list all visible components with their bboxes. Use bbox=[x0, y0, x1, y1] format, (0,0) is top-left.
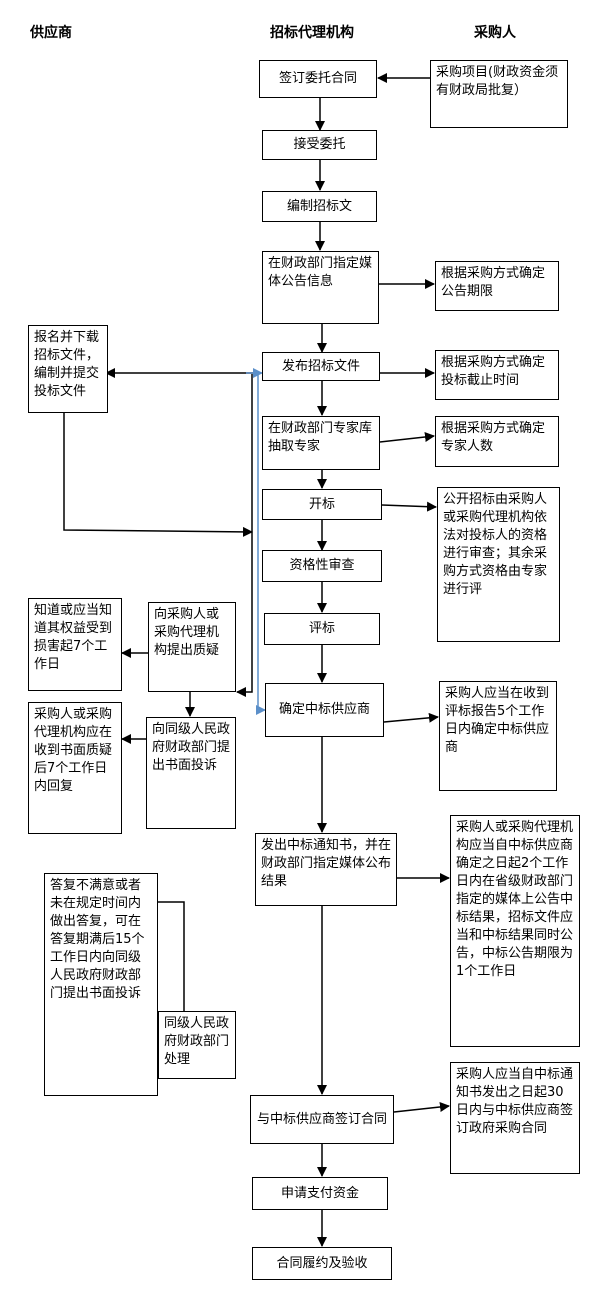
compile-tender-box: 编制招标文 bbox=[262, 191, 377, 222]
purchase-project-box: 采购项目(财政资金须有财政局批复） bbox=[430, 60, 568, 128]
sign-entrust-box: 签订委托合同 bbox=[259, 60, 377, 98]
arrow-to-expert-count bbox=[379, 432, 435, 443]
draw-experts-box: 在财政部门专家库抽取专家 bbox=[262, 416, 380, 470]
gov-handle-box: 同级人民政府财政部门处理 bbox=[158, 1011, 236, 1079]
accept-entrust-box: 接受委托 bbox=[262, 130, 377, 160]
notice-period-box: 根据采购方式确定公告期限 bbox=[435, 261, 559, 311]
raise-question-box: 向采购人或采购代理机构提出质疑 bbox=[148, 602, 236, 692]
issue-tender-box: 发布招标文件 bbox=[262, 352, 380, 381]
arrow-to-contract-note bbox=[393, 1102, 450, 1113]
bid-opening-box: 开标 bbox=[262, 489, 382, 520]
sign-contract-box: 与中标供应商签订合同 bbox=[250, 1095, 394, 1144]
contract-note-box: 采购人应当自中标通知书发出之日起30日内与中标供应商签订政府采购合同 bbox=[450, 1062, 580, 1174]
header-agency: 招标代理机构 bbox=[270, 25, 354, 41]
determine-winner-box: 确定中标供应商 bbox=[265, 683, 384, 737]
apply-payment-box: 申请支付资金 bbox=[252, 1177, 388, 1210]
arrow-to-raise-question bbox=[236, 374, 253, 697]
expert-count-box: 根据采购方式确定专家人数 bbox=[435, 416, 559, 467]
know-rights-box: 知道或应当知道其权益受到损害起7个工作日 bbox=[28, 598, 122, 691]
evaluation-box: 评标 bbox=[264, 613, 380, 645]
header-purchaser: 采购人 bbox=[474, 25, 516, 41]
register-box: 报名并下载招标文件，编制并提交投标文件 bbox=[28, 325, 108, 413]
arrow-register-to-opening bbox=[63, 413, 253, 537]
bid-deadline-box: 根据采购方式确定投标截止时间 bbox=[435, 350, 559, 400]
publish-info-box: 在财政部门指定媒体公告信息 bbox=[262, 251, 379, 324]
header-supplier: 供应商 bbox=[30, 25, 72, 41]
arrow-unsatisfied-gov bbox=[149, 897, 189, 1041]
arrow-to-qual-note bbox=[381, 501, 437, 512]
acceptance-box: 合同履约及验收 bbox=[252, 1247, 392, 1280]
qualification-note-box: 公开招标由采购人或采购代理机构依法对投标人的资格进行审查；其余采购方式资格由专家… bbox=[437, 487, 560, 642]
qualification-review-box: 资格性审查 bbox=[262, 550, 382, 582]
complain-gov-box: 向同级人民政府财政部门提出书面投诉 bbox=[146, 717, 236, 829]
issue-notice-box: 发出中标通知书，并在财政部门指定媒体公布结果 bbox=[255, 833, 397, 906]
winner-note-box: 采购人应当在收到评标报告5个工作日内确定中标供应商 bbox=[439, 681, 557, 791]
unsatisfied-box: 答复不满意或者未在规定时间内做出答复，可在答复期满后15个工作日内向同级人民政府… bbox=[44, 873, 158, 1096]
announce-note-box: 采购人或采购代理机构应当自中标供应商确定之日起2个工作日内在省级财政部门指定的媒… bbox=[450, 815, 580, 1047]
reply-7days-box: 采购人或采购代理机构应在收到书面质疑后7个工作日内回复 bbox=[28, 702, 122, 834]
arrow-to-winner-note bbox=[383, 712, 439, 723]
